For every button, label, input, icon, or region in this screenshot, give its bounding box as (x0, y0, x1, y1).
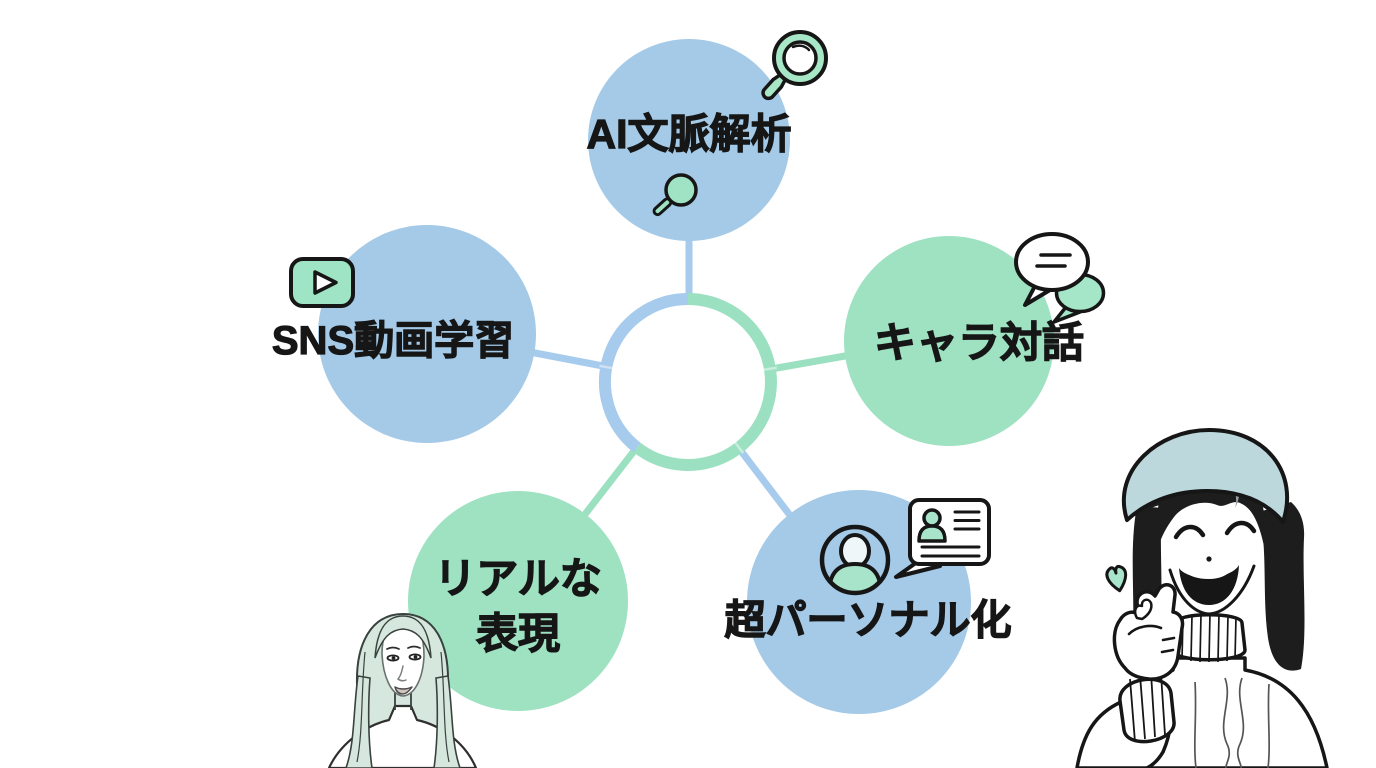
collar-ribs (1181, 612, 1237, 663)
magnifier-icon-large (761, 30, 828, 101)
spoke-upper-right (773, 352, 849, 372)
center-ring-blue-arc (598, 293, 689, 453)
woman-line-art-illustration (327, 612, 478, 768)
id-card-icon (894, 498, 991, 579)
node-circle-ai-context (588, 39, 790, 241)
center-ring-green-arc (633, 293, 777, 471)
node-circle-sns-video (318, 225, 536, 443)
avatar-icon (819, 524, 891, 596)
node-circle-character-dialogue (844, 236, 1054, 446)
connector-lines (531, 236, 849, 518)
knit-pattern (1193, 677, 1271, 768)
spoke-lower-left (582, 447, 638, 517)
magnifier-icon-small (652, 173, 698, 217)
woman-finger-heart-illustration (1075, 428, 1329, 768)
play-button-icon (289, 257, 355, 308)
speech-bubbles-icon (1014, 232, 1106, 324)
green-heart (1105, 564, 1128, 593)
ring-segment-dividers (599, 364, 777, 454)
spoke-upper-left (531, 349, 607, 370)
center-ring (598, 293, 777, 471)
spoke-lower-right (737, 447, 793, 518)
node-circle-realistic-expression (408, 491, 628, 711)
cuff-ribs (1129, 672, 1166, 743)
